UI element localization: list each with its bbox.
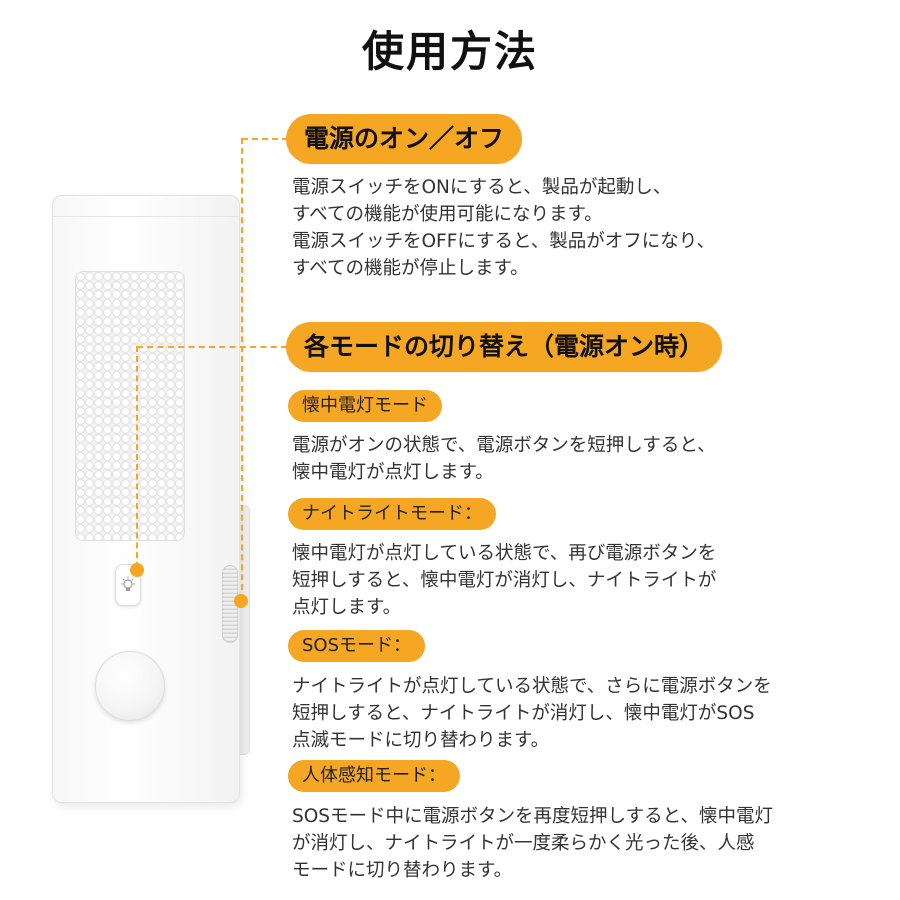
device-illustration [52,195,240,803]
mode-description-sos: ナイトライトが点灯している状態で、さらに電源ボタンを 短押しすると、ナイトライト… [292,673,772,754]
mode-description-motion-sensor: SOSモード中に電源ボタンを再度短押しすると、懐中電灯 が消灯し、ナイトライトが… [292,803,773,884]
mode-line: ナイトライトが点灯している状態で、さらに電源ボタンを [292,676,772,697]
mode-tag-motion-sensor: 人体感知モード： [288,760,460,792]
power-callout-line-v [241,138,243,600]
page-title: 使用方法 [361,27,538,76]
mode-line: 懐中電灯が点灯します。 [292,462,494,483]
mode-line: 短押しすると、ナイトライトが消灯し、懐中電灯がSOS [292,703,755,724]
power-callout-line-h [242,138,288,140]
mode-description-nightlight: 懐中電灯が点灯している状態で、再び電源ボタンを 短押しすると、懐中電灯が消灯し、… [292,540,716,621]
mode-line: モードに切り替わります。 [292,860,513,881]
mode-line: 点滅モードに切り替わります。 [292,730,550,751]
mode-line: 電源がオンの状態で、電源ボタンを短押しすると、 [292,435,716,456]
mode-tag-sos: SOSモード： [288,630,426,662]
led-panel [75,271,185,541]
power-description: 電源スイッチをONにすると、製品が起動し、 すべての機能が使用可能になります。 … [292,174,715,282]
power-heading: 電源のオン／オフ [286,114,523,164]
power-switch-dot [234,594,248,608]
power-line: すべての機能が使用可能になります。 [292,204,603,225]
mode-description-flashlight: 電源がオンの状態で、電源ボタンを短押しすると、 懐中電灯が点灯します。 [292,432,716,486]
light-button [115,564,141,606]
device-side-edge [240,505,250,755]
mode-line: SOSモード中に電源ボタンを再度短押しすると、懐中電灯 [292,806,773,827]
mode-line: 点灯します。 [292,597,402,618]
motion-sensor [95,651,165,721]
mode-tag-flashlight: 懐中電灯モード [288,390,442,422]
device-top-seam [53,216,239,217]
mode-line: が消灯し、ナイトライトが一度柔らかく光った後、人感 [292,833,755,854]
power-line: 電源スイッチをOFFにすると、製品がオフになり、 [292,231,716,252]
bulb-icon [121,576,135,591]
mode-button-dot [130,563,144,577]
mode-callout-line-v [136,346,138,568]
mode-line: 懐中電灯が点灯している状態で、再び電源ボタンを [292,543,717,564]
mode-callout-line-h [137,346,287,348]
power-line: すべての機能が停止します。 [292,258,529,279]
mode-line: 短押しすると、懐中電灯が消灯し、ナイトライトが [292,570,717,591]
modes-heading: 各モードの切り替え（電源オン時） [286,322,723,372]
power-line: 電源スイッチをONにすると、製品が起動し、 [292,177,672,198]
mode-tag-nightlight: ナイトライトモード： [288,498,496,530]
